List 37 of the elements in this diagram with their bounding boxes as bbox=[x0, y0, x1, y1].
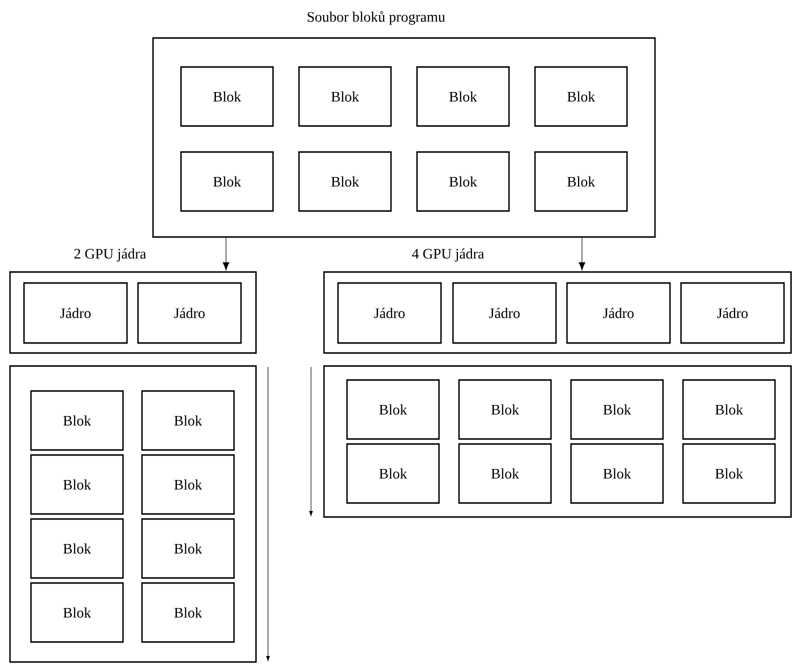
core-box: Jádro bbox=[337, 282, 442, 344]
block-box: Blok bbox=[141, 518, 235, 579]
block-box: Blok bbox=[298, 151, 392, 212]
block-box: Blok bbox=[141, 582, 235, 643]
box-heading: Soubor bloků programu bbox=[308, 11, 446, 25]
block-box: Blok bbox=[682, 379, 776, 440]
core-box: Jádro bbox=[137, 282, 242, 344]
block-box: Blok bbox=[570, 379, 664, 440]
block-box: Blok bbox=[141, 454, 235, 515]
arrow bbox=[578, 237, 586, 270]
block-box: Blok bbox=[30, 518, 124, 579]
box-heading: 4 GPU jádra bbox=[412, 248, 484, 262]
block-box: Blok bbox=[682, 443, 776, 504]
core-box: Jádro bbox=[452, 282, 557, 344]
block-box: Blok bbox=[30, 390, 124, 451]
block-box: Blok bbox=[570, 443, 664, 504]
core-box: Jádro bbox=[566, 282, 671, 344]
block-box: Blok bbox=[534, 66, 628, 127]
block-box: Blok bbox=[346, 443, 440, 504]
block-box: Blok bbox=[346, 379, 440, 440]
arrow bbox=[222, 237, 230, 270]
block-box: Blok bbox=[30, 454, 124, 515]
block-box: Blok bbox=[30, 582, 124, 643]
block-box: Blok bbox=[416, 66, 510, 127]
container-box bbox=[9, 365, 257, 663]
block-box: Blok bbox=[180, 151, 274, 212]
block-box: Blok bbox=[534, 151, 628, 212]
block-box: Blok bbox=[141, 390, 235, 451]
container-box bbox=[323, 365, 792, 518]
block-box: Blok bbox=[458, 379, 552, 440]
block-box: Blok bbox=[180, 66, 274, 127]
box-heading: 2 GPU jádra bbox=[74, 248, 146, 262]
block-box: Blok bbox=[416, 151, 510, 212]
block-box: Blok bbox=[458, 443, 552, 504]
core-box: Jádro bbox=[680, 282, 785, 344]
block-box: Blok bbox=[298, 66, 392, 127]
core-box: Jádro bbox=[23, 282, 128, 344]
